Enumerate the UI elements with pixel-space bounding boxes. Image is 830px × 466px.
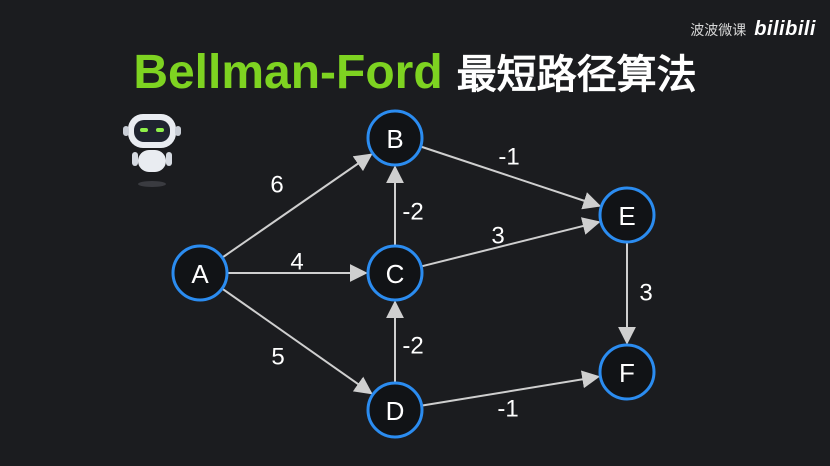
node-label-E: E: [618, 201, 635, 231]
node-B: B: [366, 109, 424, 167]
edge-C-E: [420, 217, 601, 268]
node-E: E: [598, 186, 656, 244]
edge-weight-A-D: 5: [271, 344, 284, 371]
title-chinese: 最短路径算法: [456, 52, 697, 98]
edge-weight-D-F: -1: [497, 396, 518, 423]
node-circle-E: [598, 186, 656, 244]
edge-weight-E-F: 3: [639, 280, 652, 307]
node-F: F: [598, 343, 656, 401]
watermark: 波波微课 bilibili: [690, 18, 816, 41]
edge-D-F: [421, 370, 601, 407]
node-circle-C: [366, 244, 424, 302]
bilibili-logo: bilibili: [754, 18, 816, 40]
node-C: C: [366, 244, 424, 302]
page-title: Bellman-Ford 最短路径算法: [0, 42, 830, 100]
node-circle-B: [366, 109, 424, 167]
node-D: D: [366, 381, 424, 439]
edge-weight-A-C: 4: [290, 249, 303, 276]
watermark-text: 波波微课: [690, 22, 747, 39]
node-A: A: [171, 244, 229, 302]
edge-weight-C-E: 3: [491, 223, 504, 250]
node-label-F: F: [619, 358, 635, 388]
edge-A-D: [221, 287, 373, 395]
robot-mascot-icon: [123, 114, 181, 187]
node-label-D: D: [386, 396, 405, 426]
node-circle-D: [366, 381, 424, 439]
edge-weight-A-B: 6: [270, 172, 283, 199]
edge-weight-C-B: -2: [402, 199, 423, 226]
edge-B-E: [420, 145, 602, 210]
node-label-C: C: [386, 259, 405, 289]
edge-weight-B-E: -1: [498, 144, 519, 171]
edge-A-B: [221, 153, 373, 259]
title-english: Bellman-Ford: [133, 46, 443, 99]
node-label-B: B: [386, 124, 403, 154]
node-circle-F: [598, 343, 656, 401]
edge-weight-D-C: -2: [402, 333, 423, 360]
node-circle-A: [171, 244, 229, 302]
node-label-A: A: [191, 259, 209, 289]
